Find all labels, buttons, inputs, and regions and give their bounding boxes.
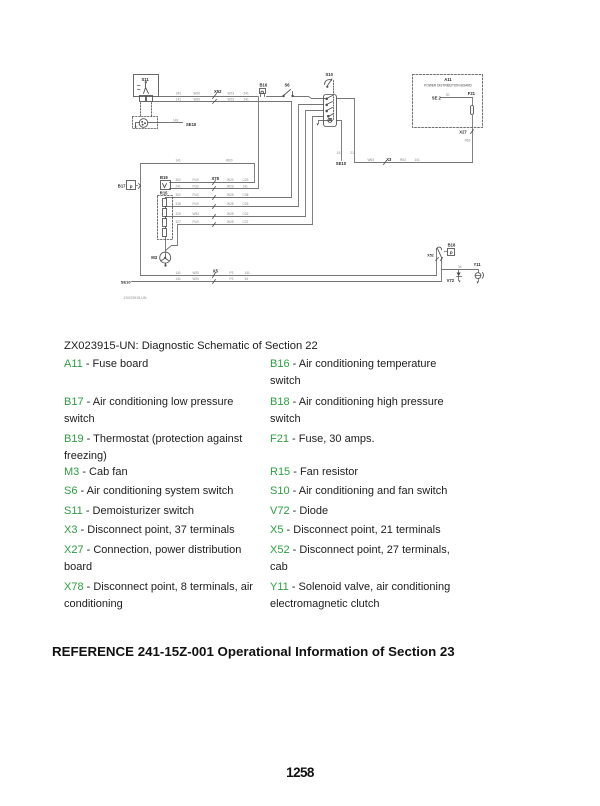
svg-text:141: 141 [176, 159, 182, 163]
svg-text:241: 241 [244, 92, 250, 96]
svg-text:PU3: PU3 [193, 178, 199, 182]
svg-text:R15: R15 [160, 191, 168, 196]
svg-text:C38: C38 [243, 193, 249, 197]
svg-text:241: 241 [176, 184, 182, 188]
svg-text:ZX023915-UN: ZX023915-UN [124, 296, 147, 300]
svg-text:141: 141 [244, 98, 250, 102]
svg-text:S6: S6 [285, 83, 291, 88]
svg-text:W23: W23 [228, 92, 235, 96]
svg-text:141: 141 [245, 271, 251, 275]
svg-text:W25: W25 [227, 220, 234, 224]
svg-text:R63: R63 [465, 139, 471, 143]
svg-text:S10: S10 [326, 72, 334, 77]
svg-text:R63: R63 [400, 158, 406, 162]
svg-text:PU3: PU3 [193, 202, 199, 206]
svg-text:15: 15 [337, 151, 341, 155]
svg-text:325: 325 [176, 212, 182, 216]
svg-text:W25: W25 [227, 202, 234, 206]
svg-text:241: 241 [176, 92, 182, 96]
svg-text:SE10: SE10 [186, 122, 197, 127]
svg-text:X5: X5 [213, 268, 219, 273]
svg-text:P: P [130, 184, 133, 189]
svg-text:X3: X3 [386, 157, 392, 162]
svg-text:W25: W25 [227, 193, 234, 197]
svg-text:P3: P3 [230, 277, 234, 281]
svg-text:30: 30 [446, 93, 450, 97]
svg-text:W25: W25 [227, 212, 234, 216]
svg-text:SE 2: SE 2 [432, 95, 442, 100]
svg-text:W20: W20 [193, 277, 200, 281]
svg-text:141: 141 [243, 184, 249, 188]
svg-text:B16: B16 [260, 83, 268, 88]
svg-text:141: 141 [415, 158, 421, 162]
svg-text:X78: X78 [212, 176, 220, 181]
svg-text:PU3: PU3 [193, 193, 199, 197]
svg-text:V72: V72 [447, 278, 455, 283]
svg-text:21: 21 [350, 151, 354, 155]
svg-text:X52: X52 [427, 254, 433, 258]
svg-text:W23: W23 [227, 184, 234, 188]
svg-text:327: 327 [176, 220, 182, 224]
svg-text:C35: C35 [243, 202, 249, 206]
svg-text:141: 141 [176, 277, 182, 281]
svg-text:SE10: SE10 [336, 161, 347, 166]
svg-text:PU3: PU3 [193, 220, 199, 224]
svg-text:POWER DISTRIBUTION BOARD: POWER DISTRIBUTION BOARD [424, 84, 472, 88]
svg-text:W20: W20 [194, 92, 201, 96]
svg-text:F21: F21 [468, 91, 476, 96]
svg-text:M3: M3 [151, 255, 157, 260]
svg-text:Y11: Y11 [474, 262, 482, 267]
svg-text:P: P [450, 250, 453, 255]
svg-text:A11: A11 [444, 77, 452, 82]
svg-text:B19: B19 [160, 175, 168, 180]
svg-text:C37: C37 [243, 220, 249, 224]
svg-text:34: 34 [458, 265, 462, 269]
svg-text:S11: S11 [142, 77, 150, 82]
svg-text:PU3: PU3 [193, 184, 199, 188]
svg-text:W20: W20 [193, 271, 200, 275]
svg-text:W32: W32 [193, 212, 200, 216]
svg-text:X27: X27 [459, 130, 467, 135]
svg-text:143: 143 [173, 119, 179, 123]
svg-text:X52: X52 [214, 89, 222, 94]
svg-text:C32: C32 [243, 212, 249, 216]
svg-text:141: 141 [176, 98, 182, 102]
svg-text:W23: W23 [228, 98, 235, 102]
svg-text:141: 141 [176, 271, 182, 275]
svg-text:302: 302 [176, 193, 182, 197]
svg-text:W63: W63 [368, 158, 375, 162]
svg-text:B17: B17 [118, 184, 126, 189]
svg-text:SE10: SE10 [121, 279, 132, 284]
svg-text:302: 302 [176, 178, 182, 182]
svg-text:34: 34 [245, 277, 249, 281]
svg-text:B18: B18 [448, 243, 456, 248]
svg-text:C39: C39 [243, 178, 249, 182]
svg-text:W20: W20 [226, 159, 233, 163]
svg-text:W23: W23 [227, 178, 234, 182]
svg-text:318: 318 [176, 202, 182, 206]
svg-text:W20: W20 [194, 98, 201, 102]
svg-text:P3: P3 [230, 271, 234, 275]
